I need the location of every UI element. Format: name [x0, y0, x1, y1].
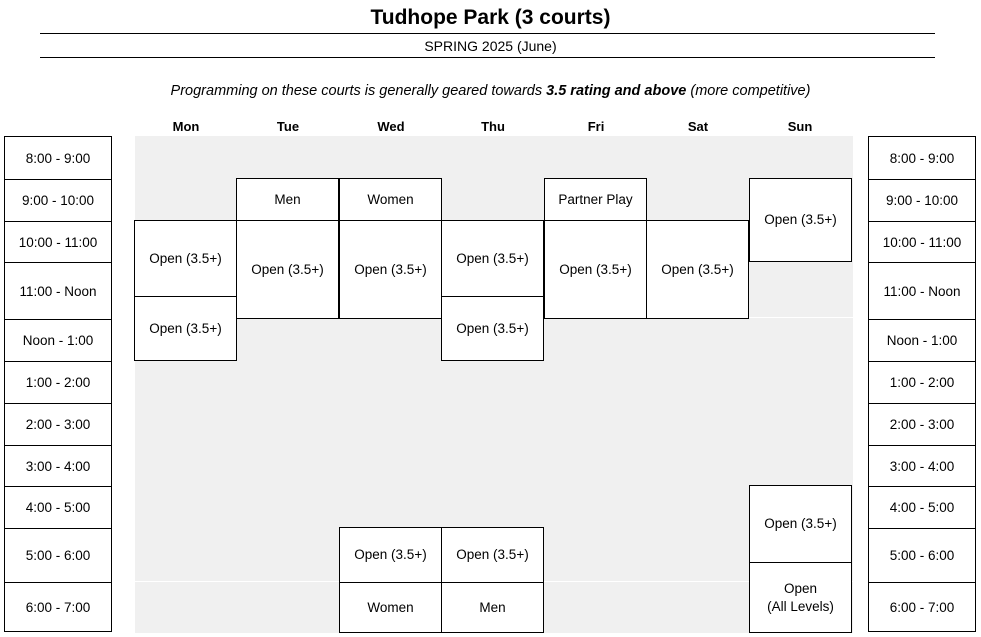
- session-sat-open: Open (3.5+): [646, 220, 749, 319]
- session-sun-open-morning: Open (3.5+): [749, 178, 852, 262]
- time-slot-right: 4:00 - 5:00: [868, 486, 976, 529]
- time-slot-left: 6:00 - 7:00: [4, 582, 112, 632]
- programming-note: Programming on these courts is generally…: [0, 82, 981, 100]
- title-divider-top: [40, 33, 935, 34]
- time-slot-left: 1:00 - 2:00: [4, 361, 112, 404]
- note-prefix: Programming on these courts is generally…: [170, 83, 547, 99]
- time-slot-left: 5:00 - 6:00: [4, 528, 112, 583]
- time-slot-left: 2:00 - 3:00: [4, 403, 112, 446]
- day-header-thu: Thu: [481, 119, 505, 134]
- session-thu-evening-men: Men: [441, 582, 544, 633]
- title-divider-bottom: [40, 57, 935, 58]
- session-wed-open: Open (3.5+): [339, 220, 442, 319]
- time-slot-right: 6:00 - 7:00: [868, 582, 976, 632]
- note-emphasis: 3.5 rating and above: [546, 83, 687, 99]
- day-header-tue: Tue: [276, 119, 300, 134]
- time-slot-right: 5:00 - 6:00: [868, 528, 976, 583]
- day-header-fri: Fri: [587, 119, 605, 134]
- session-sun-open-afternoon: Open (3.5+): [749, 485, 852, 563]
- time-slot-left: 8:00 - 9:00: [4, 136, 112, 180]
- time-slot-right: 8:00 - 9:00: [868, 136, 976, 180]
- time-slot-right: 2:00 - 3:00: [868, 403, 976, 446]
- day-header-wed: Wed: [377, 119, 405, 134]
- time-slot-left: 9:00 - 10:00: [4, 179, 112, 222]
- session-mon-open-morning: Open (3.5+): [134, 220, 237, 297]
- time-slot-right: 10:00 - 11:00: [868, 221, 976, 263]
- session-wed-evening-women: Women: [339, 582, 442, 633]
- time-slot-left: 10:00 - 11:00: [4, 221, 112, 263]
- day-header-mon: Mon: [172, 119, 200, 134]
- time-slot-right: 11:00 - Noon: [868, 262, 976, 320]
- session-sun-open-all-levels: Open (All Levels): [749, 562, 852, 633]
- session-thu-evening-open: Open (3.5+): [441, 527, 544, 583]
- session-tue-men: Men: [236, 178, 339, 221]
- time-slot-left: Noon - 1:00: [4, 319, 112, 362]
- session-tue-open: Open (3.5+): [236, 220, 339, 319]
- time-slot-right: Noon - 1:00: [868, 319, 976, 362]
- day-header-sat: Sat: [687, 119, 709, 134]
- session-fri-partner-play: Partner Play: [544, 178, 647, 221]
- session-wed-evening-open: Open (3.5+): [339, 527, 442, 583]
- day-header-sun: Sun: [787, 119, 813, 134]
- time-slot-right: 1:00 - 2:00: [868, 361, 976, 404]
- time-slot-right: 3:00 - 4:00: [868, 445, 976, 487]
- season-subtitle: SPRING 2025 (June): [424, 38, 557, 54]
- session-thu-open-morning: Open (3.5+): [441, 220, 544, 297]
- note-suffix: (more competitive): [686, 83, 811, 99]
- session-fri-open: Open (3.5+): [544, 220, 647, 319]
- time-slot-left: 11:00 - Noon: [4, 262, 112, 320]
- session-mon-open-noon: Open (3.5+): [134, 296, 237, 361]
- time-slot-left: 4:00 - 5:00: [4, 486, 112, 529]
- page-title: Tudhope Park (3 courts): [370, 6, 611, 29]
- session-wed-women: Women: [339, 178, 442, 221]
- time-slot-right: 9:00 - 10:00: [868, 179, 976, 222]
- time-slot-left: 3:00 - 4:00: [4, 445, 112, 487]
- session-thu-open-noon: Open (3.5+): [441, 296, 544, 361]
